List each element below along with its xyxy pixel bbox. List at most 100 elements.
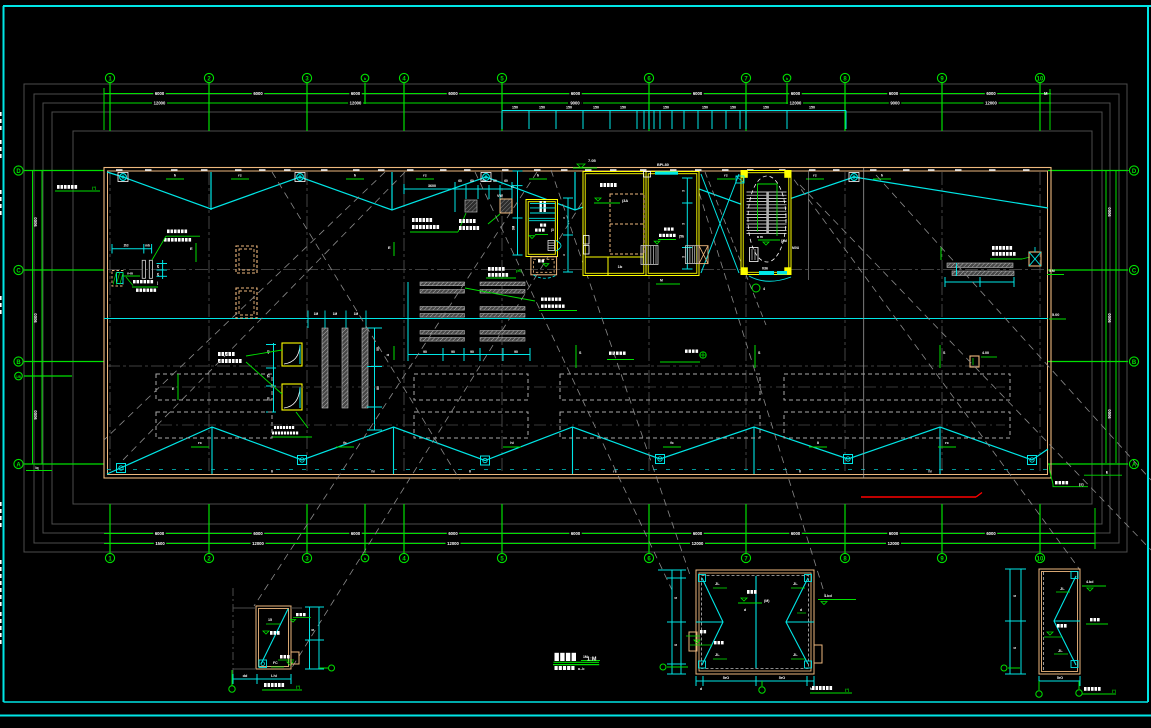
svg-text:E: E [190,246,193,251]
svg-text:a m: a m [757,235,763,239]
svg-text:036: 036 [762,267,768,271]
svg-text:60: 60 [493,179,497,183]
svg-text:b: b [786,77,789,81]
svg-text:6000: 6000 [986,531,996,536]
svg-text:rc: rc [238,173,243,178]
svg-text:90: 90 [451,350,455,354]
svg-text:VW: VW [497,194,503,198]
svg-text:A: A [1132,462,1137,468]
svg-text:20: 20 [267,397,271,401]
svg-text:(s): (s) [1079,483,1084,487]
svg-text:6: 6 [647,76,651,82]
svg-text:3: 3 [562,254,566,256]
svg-text:3: 3 [682,190,686,192]
svg-text:9: 9 [940,556,944,562]
svg-text:lq: lq [35,466,38,470]
svg-text:(M): (M) [516,268,523,273]
svg-text:fc: fc [343,440,347,445]
svg-text:9000: 9000 [890,100,900,105]
svg-text:S: S [758,351,761,355]
svg-text:4.bd: 4.bd [1086,580,1093,584]
svg-text:12000: 12000 [154,100,166,105]
svg-text:150: 150 [663,106,669,110]
svg-text:9000: 9000 [1107,313,1112,323]
svg-text:S: S [1013,646,1017,649]
svg-text:1M: 1M [583,655,588,659]
svg-text:fc: fc [670,440,674,445]
svg-text:JL: JL [793,581,798,586]
svg-text:li: li [817,440,819,445]
svg-text:h: h [354,173,357,178]
svg-text:60: 60 [482,179,486,183]
svg-text:A: A [16,462,21,468]
svg-text:2: 2 [207,556,211,562]
svg-text:(*): (*) [845,687,850,692]
svg-text:M: M [810,687,813,691]
svg-text:M: M [1044,91,1048,96]
svg-text:JL: JL [793,652,798,657]
svg-text:1/B: 1/B [16,375,22,379]
svg-text:9000: 9000 [570,100,580,105]
svg-text:60: 60 [458,179,462,183]
svg-text:8: 8 [843,556,847,562]
svg-text:3: 3 [682,256,686,258]
svg-text:rc: rc [813,173,818,178]
svg-text:9000: 9000 [33,313,38,323]
svg-text:3: 3 [562,217,566,219]
svg-text:80: 80 [376,386,380,390]
svg-text:6000: 6000 [155,91,165,96]
svg-text:7.05: 7.05 [588,158,597,163]
svg-text:6: 6 [647,556,651,562]
svg-text:d: d [744,608,746,612]
svg-text:150: 150 [593,106,599,110]
svg-text:2td: 2td [124,244,129,248]
svg-text:hi: hi [371,470,374,474]
svg-text:8: 8 [843,76,847,82]
svg-text:(3: (3 [551,228,554,232]
svg-text:3600: 3600 [428,184,436,188]
svg-text:FC: FC [273,661,278,665]
svg-text:1M: 1M [314,312,319,316]
svg-text:6000: 6000 [693,531,703,536]
svg-text:6000: 6000 [448,91,458,96]
svg-text:S: S [674,596,678,599]
svg-text:12000: 12000 [252,541,264,546]
svg-text:12000: 12000 [350,100,362,105]
svg-text:5: 5 [500,76,504,82]
svg-text:C: C [16,268,21,274]
svg-text:S: S [674,643,678,646]
svg-text:dd: dd [243,674,248,678]
svg-text:C: C [1132,268,1137,274]
svg-text:4.bd: 4.bd [824,594,832,598]
svg-text:6000: 6000 [351,531,361,536]
svg-text:150: 150 [620,106,626,110]
svg-text:3M: 3M [512,225,516,230]
svg-text:E: E [172,387,175,391]
svg-text:90: 90 [470,350,474,354]
svg-text:6000: 6000 [571,531,581,536]
svg-text:rc: rc [945,440,950,445]
svg-text:60: 60 [504,179,508,183]
svg-text:a.-b: a.-b [578,667,585,671]
svg-text:E: E [388,245,391,250]
svg-text:12000: 12000 [985,100,997,105]
svg-text:90: 90 [423,350,427,354]
svg-text:BPL80: BPL80 [657,163,669,167]
svg-text:B: B [16,360,21,366]
svg-text:mb: mb [145,244,150,248]
svg-text:7: 7 [744,76,748,82]
svg-text:hi: hi [510,440,514,445]
svg-text:90: 90 [514,350,518,354]
svg-text:12000: 12000 [447,541,459,546]
svg-text:55: 55 [376,347,380,351]
svg-text:6000: 6000 [791,91,801,96]
svg-text:150: 150 [566,106,572,110]
svg-text:1: 1 [108,556,112,562]
svg-text:li: li [271,470,273,474]
svg-text:E: E [1106,471,1109,475]
svg-text:A: A [386,353,390,356]
svg-text:12000: 12000 [790,100,802,105]
svg-text:5: 5 [500,556,504,562]
svg-text:10: 10 [1037,76,1044,82]
svg-text:150: 150 [730,106,736,110]
